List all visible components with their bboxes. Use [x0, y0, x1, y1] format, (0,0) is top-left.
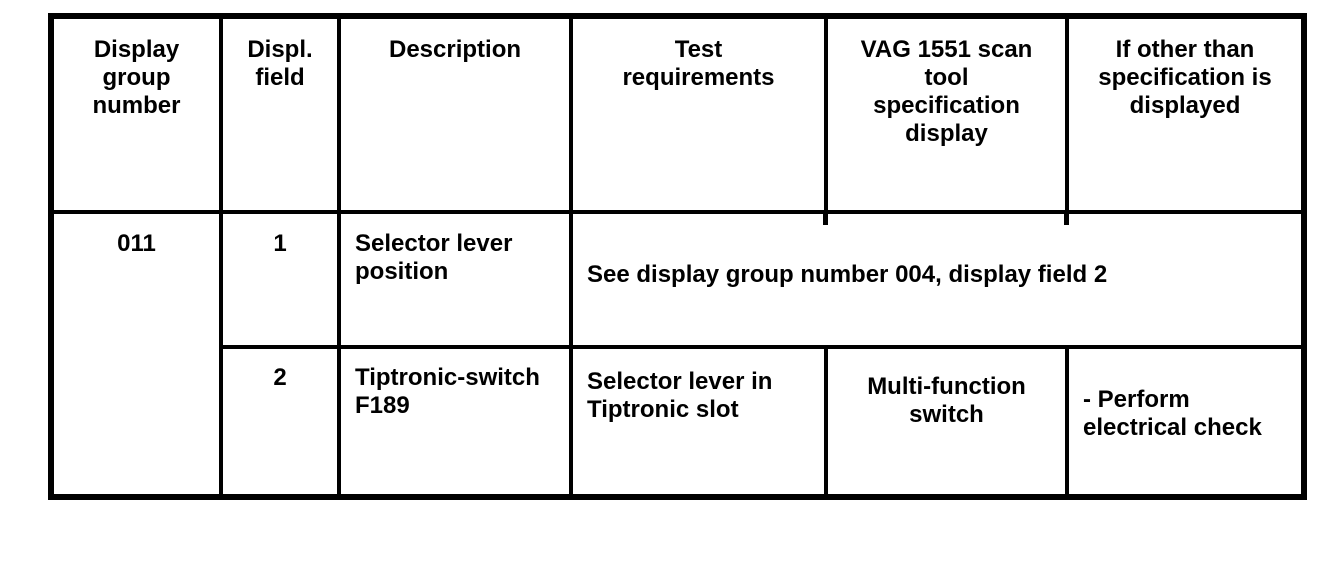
cell-display-group-number: 011: [49, 210, 223, 499]
table-row: 011 1 Selector lever position See displa…: [49, 210, 1306, 499]
header-if-other-than-specification: If other than specification is displayed: [1065, 14, 1306, 214]
cell-display-field: 1: [219, 210, 341, 349]
table-row: 2 Tiptronic-switch F189 Selector lever i…: [51, 345, 1306, 499]
cell-if-other-than-specification: - Perform electrical check: [1065, 345, 1306, 499]
cell-reference-note: See display group number 004, display fi…: [569, 210, 1306, 349]
cell-display-field: 2: [219, 345, 341, 499]
header-vag-1551-specification-display: VAG 1551 scan tool specification display: [824, 14, 1069, 214]
header-display-group-number: Display group number: [49, 14, 223, 214]
diagnostic-spec-table: Display group number Displ. field Descri…: [48, 13, 1307, 500]
header-test-requirements: Test requirements: [569, 14, 828, 214]
header-display-field: Displ. field: [219, 14, 341, 214]
cell-description: Tiptronic-switch F189: [337, 345, 573, 499]
cell-specification-display: Multi-function switch: [824, 345, 1069, 499]
header-description: Description: [337, 14, 573, 214]
cell-description: Selector lever position: [337, 210, 573, 349]
scan-artifact-tick: [1064, 216, 1069, 225]
table-header-row: Display group number Displ. field Descri…: [49, 14, 1306, 214]
scan-artifact-tick: [823, 216, 828, 225]
reference-note-text: See display group number 004, display fi…: [587, 261, 1108, 288]
cell-test-requirements: Selector lever in Tiptronic slot: [569, 345, 828, 499]
